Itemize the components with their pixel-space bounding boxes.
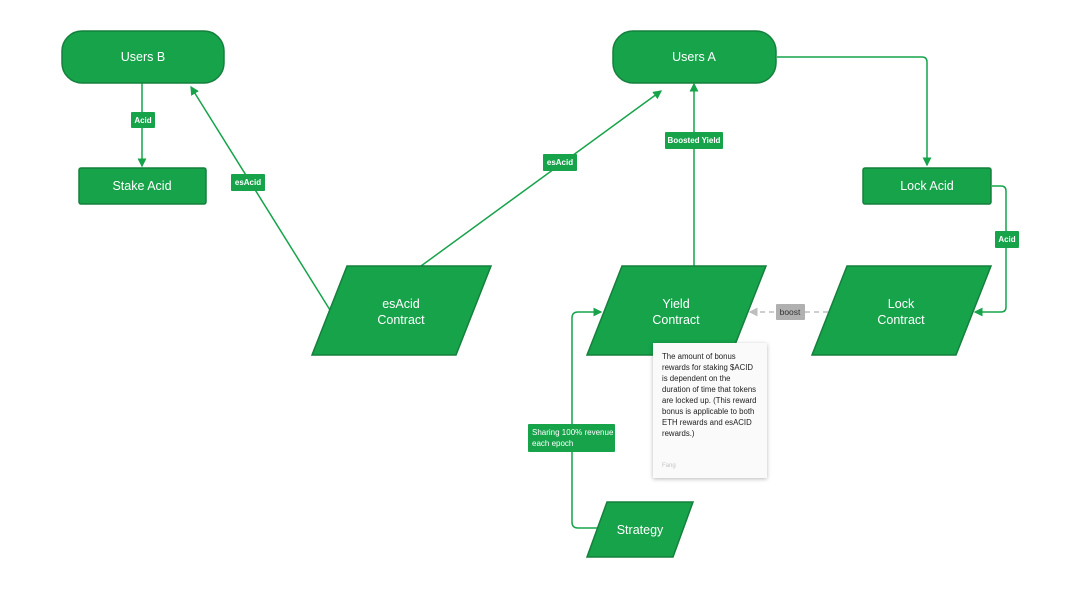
svg-text:boost: boost (780, 307, 801, 317)
node-esacid-contract[interactable]: esAcid Contract (310, 265, 493, 356)
edge-label-esacid-users-b: esAcid (231, 174, 265, 191)
edge-label-acid-lock-contract: Acid (995, 231, 1019, 248)
edge-label-boost: boost (776, 304, 805, 320)
edge-label-revenue: Sharing 100% revenue each epoch (528, 424, 615, 452)
edge-lock-acid-to-lock-contract (973, 185, 1007, 317)
node-users-b-label: Users B (121, 50, 165, 64)
node-users-a[interactable]: Users A (612, 30, 777, 84)
svg-text:Sharing 100% revenue: Sharing 100% revenue (532, 428, 614, 437)
sticky-note-text: The amount of bonus rewards for staking … (662, 352, 757, 438)
edge-label-acid-stake: Acid (131, 112, 155, 128)
node-stake-acid-label: Stake Acid (112, 179, 171, 193)
edge-users-a-to-lock-acid (777, 56, 932, 167)
sticky-note-author: Fang (662, 463, 676, 469)
svg-text:Acid: Acid (134, 116, 151, 125)
node-yield-contract-label-2: Contract (652, 313, 700, 327)
node-strategy-label: Strategy (617, 523, 664, 537)
node-users-b[interactable]: Users B (61, 30, 225, 84)
svg-text:each epoch: each epoch (532, 439, 573, 448)
node-esacid-contract-label-2: Contract (377, 313, 425, 327)
svg-text:esAcid: esAcid (547, 158, 573, 167)
svg-text:esAcid: esAcid (235, 178, 261, 187)
sticky-note[interactable]: The amount of bonus rewards for staking … (653, 343, 767, 478)
edge-strategy-to-yield-contract (571, 307, 603, 529)
edge-label-boosted-yield: Boosted Yield (665, 132, 723, 149)
node-esacid-contract-label-1: esAcid (382, 297, 420, 311)
node-lock-contract-label-1: Lock (888, 297, 915, 311)
edge-esacid-contract-to-users-b (190, 85, 331, 311)
edge-esacid-contract-to-users-a (420, 90, 663, 267)
node-lock-contract-label-2: Contract (877, 313, 925, 327)
node-lock-contract[interactable]: Lock Contract (810, 265, 993, 356)
node-users-a-label: Users A (672, 50, 716, 64)
node-lock-acid-label: Lock Acid (900, 179, 954, 193)
node-yield-contract-label-1: Yield (662, 297, 689, 311)
node-strategy[interactable]: Strategy (585, 501, 695, 558)
svg-text:Acid: Acid (998, 235, 1015, 244)
node-lock-acid[interactable]: Lock Acid (862, 167, 992, 205)
edge-label-esacid-users-a: esAcid (543, 154, 577, 171)
svg-text:Boosted Yield: Boosted Yield (668, 136, 721, 145)
node-stake-acid[interactable]: Stake Acid (78, 167, 207, 205)
node-yield-contract[interactable]: Yield Contract (585, 265, 768, 356)
